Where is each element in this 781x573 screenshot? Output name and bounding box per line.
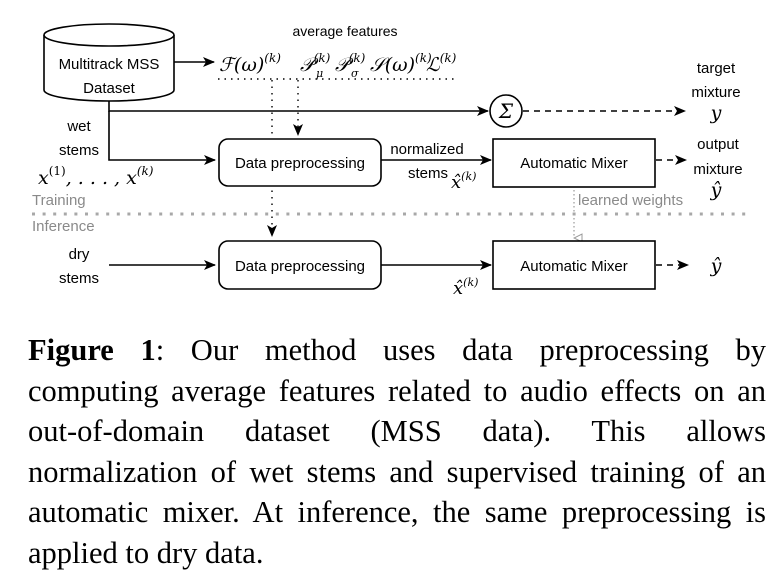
method-diagram: Multitrack MSS Dataset average features … [32, 23, 750, 299]
training-mixer-label: Automatic Mixer [520, 155, 628, 172]
wet-stems-math: x(1), . . . , x(k) [38, 164, 154, 189]
training-phase-label: Training [32, 192, 86, 209]
training-mixer-box: Automatic Mixer [492, 138, 656, 188]
inference-normalized-symbol: x̂(k) [453, 276, 478, 299]
feature-P-mu-sub: μ [316, 67, 323, 80]
wet-stems-label-line1: wet [66, 118, 91, 135]
features-formula: ℱ(ω)(k) 𝒫(k) μ 𝒫(k) σ 𝒮(ω)(k) ℒ(k) [219, 51, 457, 80]
dry-stems-label-line2: stems [59, 270, 99, 287]
normalized-stems-line2: stems [408, 165, 448, 182]
target-mixture-symbol: y [710, 102, 722, 124]
dry-stems-label-line1: dry [69, 246, 90, 263]
wet-stems-line [108, 111, 216, 165]
feature-F: ℱ(ω)(k) [219, 51, 281, 76]
sum-icon: Σ [498, 99, 514, 123]
inference-preprocessing-label: Data preprocessing [235, 258, 365, 275]
dataset-label-line2: Dataset [83, 80, 136, 97]
target-label-line1: target [697, 60, 736, 77]
training-preprocessing-label: Data preprocessing [235, 155, 365, 172]
inference-preprocessing-box: Data preprocessing [218, 240, 382, 290]
sum-node: Σ [489, 94, 523, 128]
normalized-stems-line1: normalized [390, 141, 463, 158]
output-mixture-symbol: ŷ [710, 179, 722, 201]
figure-caption: Figure 1: Our method uses data preproces… [28, 330, 766, 573]
feature-S: 𝒮(ω)(k) [370, 51, 432, 76]
inference-phase-label: Inference [32, 218, 95, 235]
inference-mixer-box: Automatic Mixer [492, 240, 656, 290]
caption-text: : Our method uses data preprocessing by … [28, 333, 767, 570]
output-label-line1: output [697, 136, 740, 153]
feature-P-sigma-sub: σ [351, 67, 359, 80]
inference-mixer-label: Automatic Mixer [520, 258, 628, 275]
figure-label: Figure 1 [28, 333, 156, 367]
feature-L: ℒ(k) [426, 51, 457, 76]
normalized-stems-symbol: x̂(k) [451, 170, 476, 193]
output-label-line2: mixture [693, 161, 742, 178]
dataset-cylinder: Multitrack MSS Dataset [43, 23, 175, 102]
average-features-label: average features [292, 23, 397, 39]
learned-weights-label: learned weights [578, 192, 683, 209]
dataset-label-line1: Multitrack MSS [59, 56, 160, 73]
target-label-line2: mixture [691, 84, 740, 101]
wet-stems-label-line2: stems [59, 142, 99, 159]
inference-output-symbol: ŷ [710, 255, 722, 277]
training-preprocessing-box: Data preprocessing [218, 138, 382, 187]
